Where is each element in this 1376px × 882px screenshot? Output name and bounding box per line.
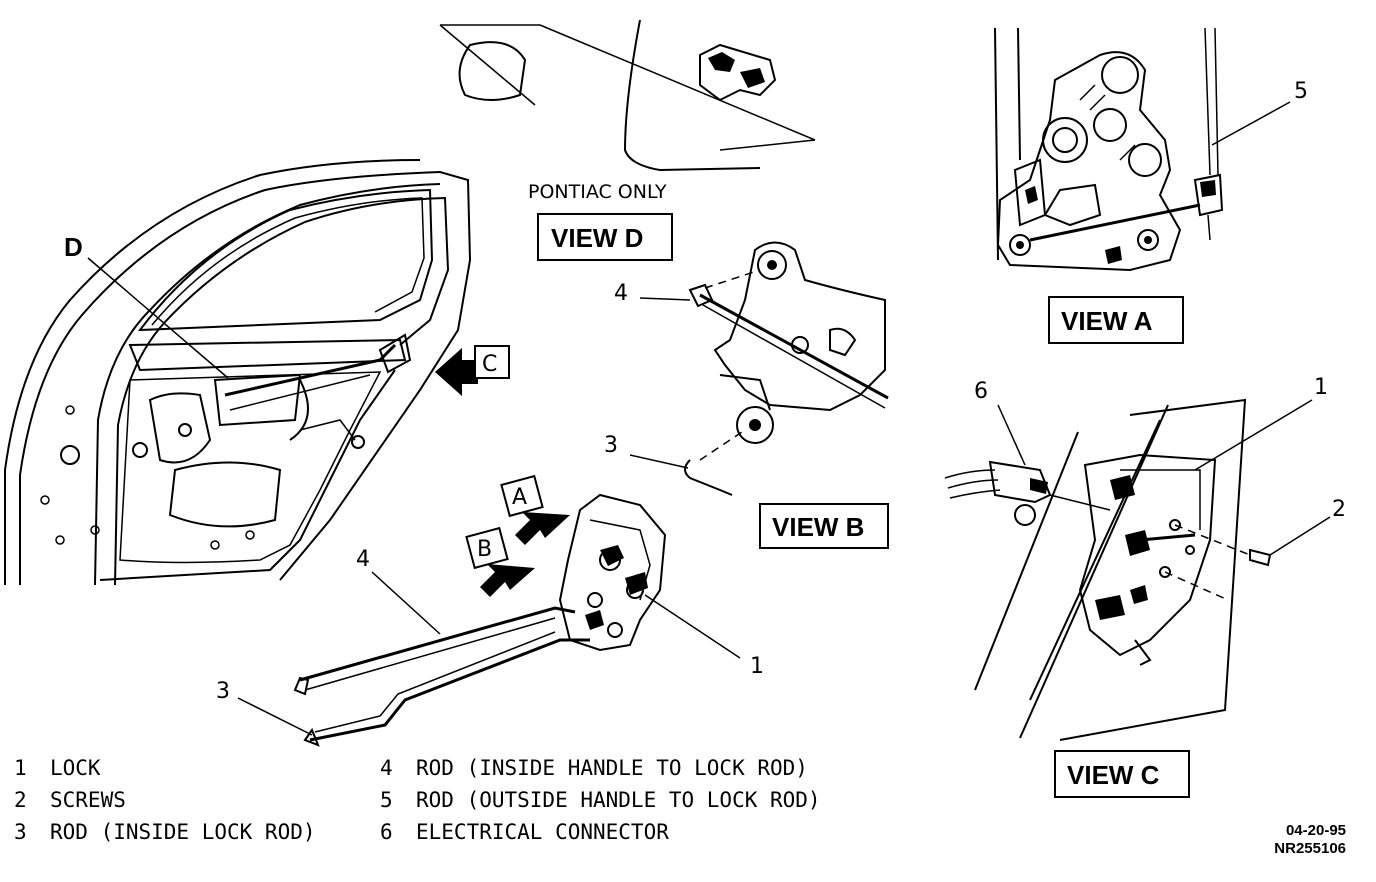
figure-date: 04-20-95 [1285, 822, 1346, 839]
callout-1-view-c: 1 [1314, 375, 1328, 400]
view-d-label: VIEW D [551, 223, 643, 253]
arrow-a-label: A [512, 485, 527, 510]
arrow-b-callout: B [465, 526, 535, 597]
figure-code: 04-20-95 NR255106 [1274, 822, 1346, 858]
arrow-b-label: B [477, 537, 492, 562]
view-b-box [759, 503, 889, 549]
callout-4-main: 4 [356, 547, 370, 572]
view-c-illustration [944, 398, 1331, 741]
pontiac-only-note: PONTIAC ONLY [528, 181, 667, 203]
rear-door-illustration [4, 159, 472, 586]
callout-6-view-c: 6 [974, 379, 988, 404]
callout-4-view-b: 4 [614, 281, 628, 306]
view-b-illustration [629, 241, 889, 496]
view-d-marker: D [64, 232, 83, 262]
arrow-a-callout: A [500, 474, 570, 545]
arrow-c-label: C [482, 352, 497, 377]
view-d-box [537, 213, 673, 261]
view-b-label: VIEW B [772, 512, 864, 542]
view-a-illustration [994, 27, 1291, 272]
view-c-box [1054, 750, 1190, 798]
view-d-illustration [439, 19, 816, 172]
callout-2-view-c: 2 [1332, 497, 1346, 522]
callout-1-main: 1 [750, 654, 764, 679]
view-c-label: VIEW C [1067, 760, 1160, 790]
lock-assembly-illustration [237, 493, 741, 747]
callout-5-view-a: 5 [1294, 79, 1308, 104]
view-a-box [1048, 296, 1184, 344]
callout-3-main: 3 [216, 679, 230, 704]
figure-id: NR255106 [1274, 840, 1346, 857]
arrow-c-callout: C [435, 345, 510, 396]
callout-3-view-b: 3 [604, 433, 618, 458]
view-a-label: VIEW A [1061, 306, 1153, 336]
